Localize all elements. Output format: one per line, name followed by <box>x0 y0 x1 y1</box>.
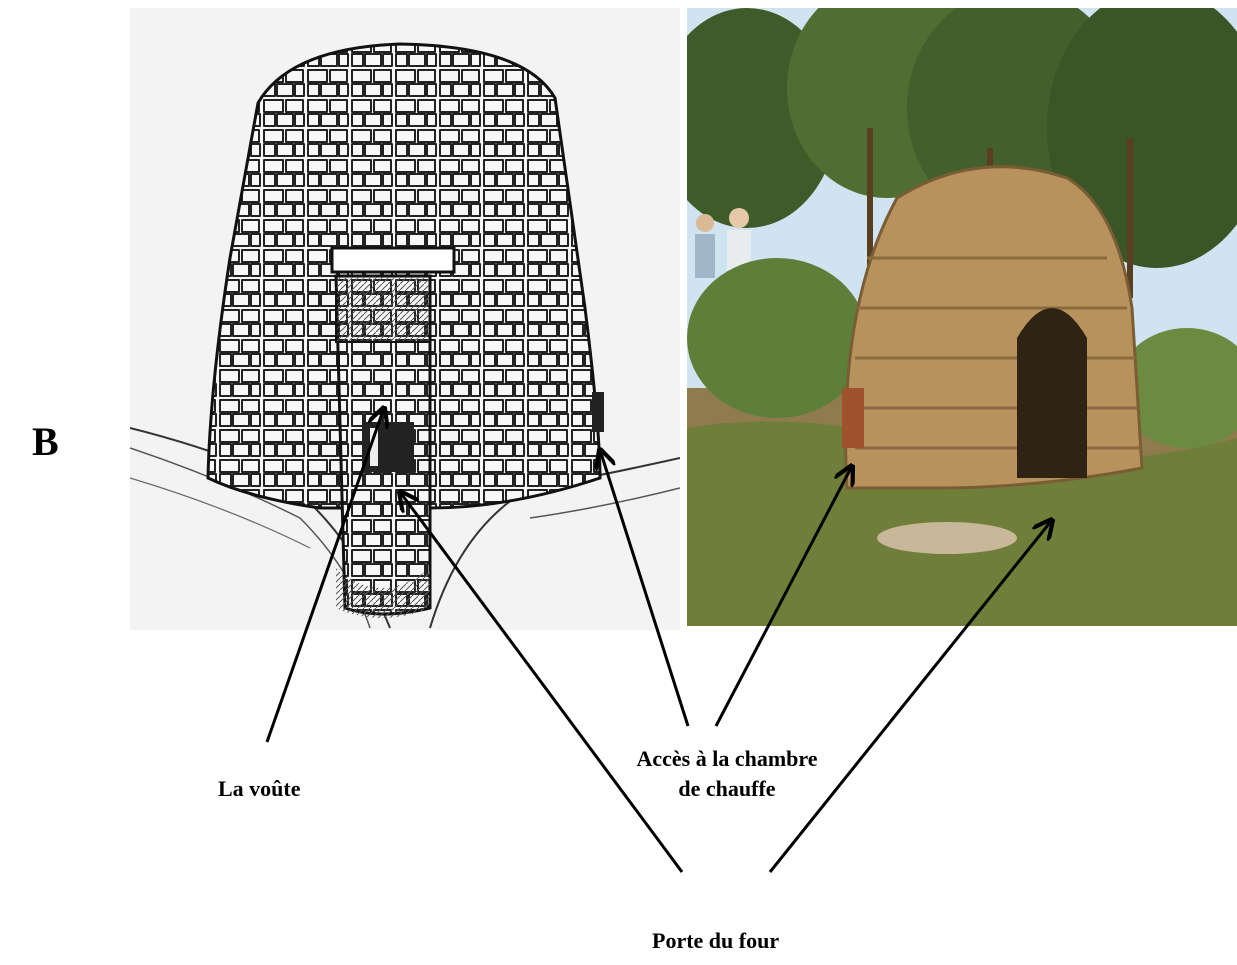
label-heating-chamber-access: Accès à la chambre de chauffe <box>604 744 850 804</box>
arrow-access-sketch <box>600 450 688 726</box>
label-vault: La voûte <box>218 774 301 804</box>
label-access-line1: Accès à la chambre <box>604 744 850 774</box>
label-oven-door: Porte du four <box>652 926 779 956</box>
label-access-line2: de chauffe <box>604 774 850 804</box>
arrow-door-photo <box>770 520 1052 872</box>
arrow-vault <box>267 408 384 742</box>
arrow-door-sketch <box>400 492 682 872</box>
arrow-access-photo <box>716 466 852 726</box>
